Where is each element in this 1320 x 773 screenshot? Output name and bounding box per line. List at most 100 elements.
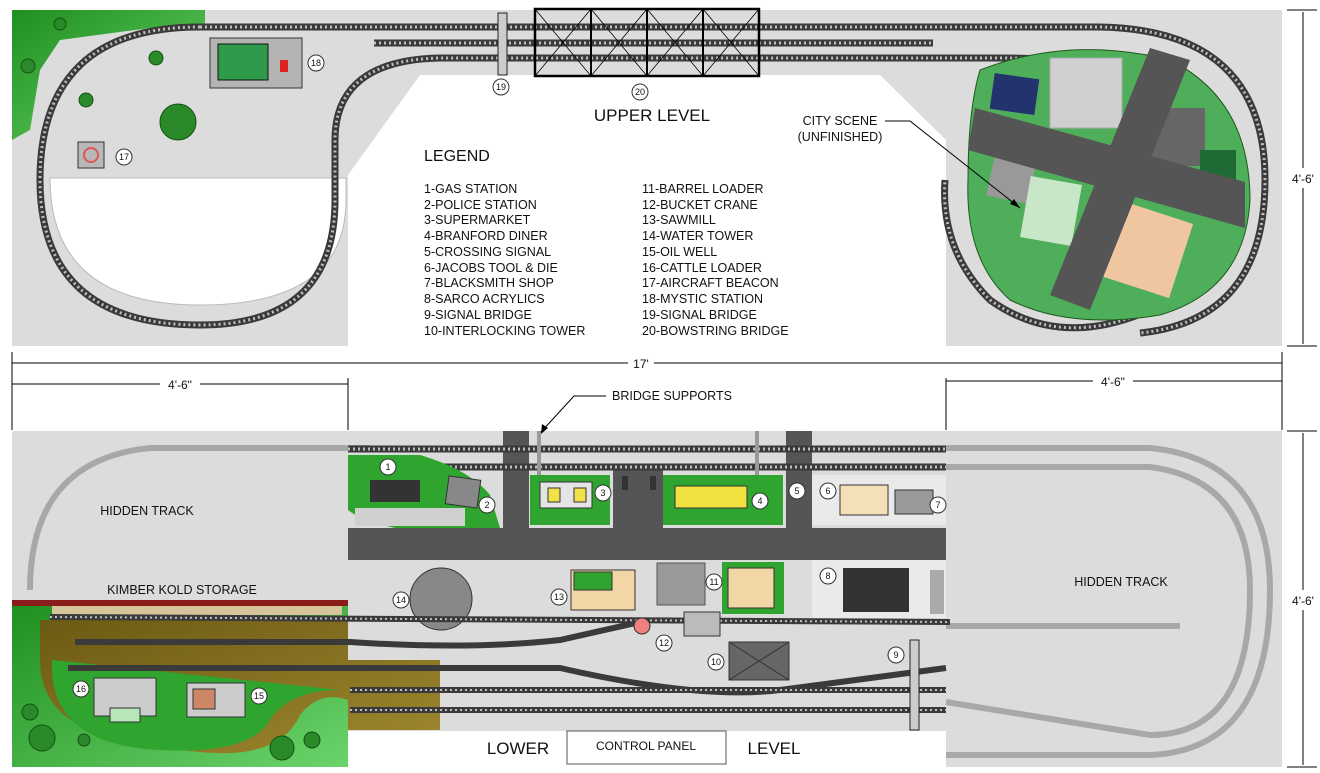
marker-label: 11 xyxy=(709,577,718,587)
marker xyxy=(478,496,496,514)
dimensions: 17' 4'-6" 4'-6" 4'-6' xyxy=(11,352,1317,768)
marker xyxy=(379,458,397,476)
supermarket-sign xyxy=(547,487,561,503)
marker-label: 12 xyxy=(659,638,669,648)
marker-label: 9 xyxy=(893,650,898,660)
bucket-crane xyxy=(633,617,651,635)
bridge-supports-label: BRIDGE SUPPORTS xyxy=(612,389,732,403)
tree xyxy=(159,103,197,141)
city-scene-label: CITY SCENE xyxy=(803,114,878,128)
city-building xyxy=(1020,175,1082,247)
marker xyxy=(594,484,612,502)
legend-item: 3-SUPERMARKET xyxy=(424,213,531,227)
kimber-kold-platform xyxy=(52,606,342,615)
control-panel-label: CONTROL PANEL xyxy=(596,739,696,753)
legend-item: 14-WATER TOWER xyxy=(642,229,753,243)
legend-item: 11-BARREL LOADER xyxy=(642,182,764,196)
upper-level: 18 17 19 20 UPPER LEVEL LEGEND 1-GAS STA… xyxy=(12,7,1317,347)
legend-item: 9-SIGNAL BRIDGE xyxy=(424,308,532,322)
yard-ties xyxy=(49,616,951,711)
level-label: LEVEL xyxy=(748,739,801,758)
legend-item: 8-SARCO ACRYLICS xyxy=(424,292,545,306)
supermarket-sign xyxy=(573,487,587,503)
marker xyxy=(705,573,723,591)
marker-label: 18 xyxy=(311,58,321,68)
upper-track-ties xyxy=(38,25,1100,327)
aircraft-beacon xyxy=(77,141,105,169)
city-scene-sublabel: (UNFINISHED) xyxy=(798,130,883,144)
legend-item: 10-INTERLOCKING TOWER xyxy=(424,324,585,338)
upper-grass-area xyxy=(12,10,205,140)
legend-item: 4-BRANFORD DINER xyxy=(424,229,548,243)
traffic-light xyxy=(622,476,628,490)
city-building xyxy=(986,156,1036,204)
marker-label: 1 xyxy=(385,462,390,472)
city-building xyxy=(1049,57,1123,129)
city-road-ew xyxy=(968,108,1245,228)
station-roof xyxy=(217,43,269,81)
marker-label: 4 xyxy=(757,496,762,506)
legend-item: 16-CATTLE LOADER xyxy=(642,261,762,275)
barrel-loader-building xyxy=(727,567,775,609)
tree xyxy=(53,17,67,31)
upper-cutout xyxy=(49,177,347,306)
marker-label: 7 xyxy=(935,500,940,510)
marker xyxy=(819,567,837,585)
oil-well-pump xyxy=(192,688,216,710)
marker-label: 20 xyxy=(635,87,645,97)
leader-arrowhead xyxy=(541,424,548,434)
marker xyxy=(492,78,510,96)
tree xyxy=(269,735,295,761)
marker-label: 14 xyxy=(396,595,406,605)
legend-item: 1-GAS STATION xyxy=(424,182,517,196)
marker-label: 5 xyxy=(794,486,799,496)
dim-total: 17' xyxy=(633,357,649,371)
dim-label-bg xyxy=(628,355,654,371)
kimber-kold-label: KIMBER KOLD STORAGE xyxy=(107,583,257,597)
lower-markers: 1 2 3 4 5 6 7 8 9 10 11 12 13 14 15 16 xyxy=(72,458,947,705)
hidden-track-right-label: HIDDEN TRACK xyxy=(1074,575,1168,589)
beacon-light xyxy=(83,147,99,163)
police-station xyxy=(444,475,482,509)
control-panel xyxy=(566,730,727,765)
marker xyxy=(707,653,725,671)
traffic-light xyxy=(650,476,656,490)
upper-level-title: UPPER LEVEL xyxy=(594,106,710,125)
marker xyxy=(631,83,649,101)
legend-item: 13-SAWMILL xyxy=(642,213,716,227)
hidden-track-right xyxy=(945,445,1274,758)
legend-title: LEGEND xyxy=(424,148,490,165)
dim-label-bg xyxy=(160,376,200,392)
dim-label-bg xyxy=(1291,590,1317,610)
marker-label: 19 xyxy=(496,82,506,92)
marker-label: 8 xyxy=(825,571,830,581)
marker xyxy=(392,591,410,609)
signal-bridge-19 xyxy=(497,12,508,76)
marker-label: 10 xyxy=(711,657,721,667)
marker-label: 3 xyxy=(600,488,605,498)
marker xyxy=(887,646,905,664)
marker xyxy=(655,634,673,652)
marker-label: 6 xyxy=(825,486,830,496)
tree xyxy=(28,724,56,752)
lower-label: LOWER xyxy=(487,739,549,758)
tree xyxy=(148,50,164,66)
tree xyxy=(78,92,94,108)
tree xyxy=(77,733,91,747)
tree xyxy=(303,731,321,749)
hidden-track-left-label: HIDDEN TRACK xyxy=(100,504,194,518)
sawmill-roof xyxy=(573,571,613,591)
city-scene-leader xyxy=(885,120,1021,209)
legend-col1: 1-GAS STATION 2-POLICE STATION 3-SUPERMA… xyxy=(424,182,585,338)
hidden-track-left xyxy=(27,445,370,591)
marker-label: 15 xyxy=(254,691,264,701)
legend-item: 2-POLICE STATION xyxy=(424,198,537,212)
marker xyxy=(819,482,837,500)
marker xyxy=(250,687,268,705)
water-tower xyxy=(409,567,473,631)
marker xyxy=(788,482,806,500)
bowstring-bridge xyxy=(533,7,761,78)
marker-label: 16 xyxy=(76,684,86,694)
dim-label-bg xyxy=(1291,168,1317,188)
